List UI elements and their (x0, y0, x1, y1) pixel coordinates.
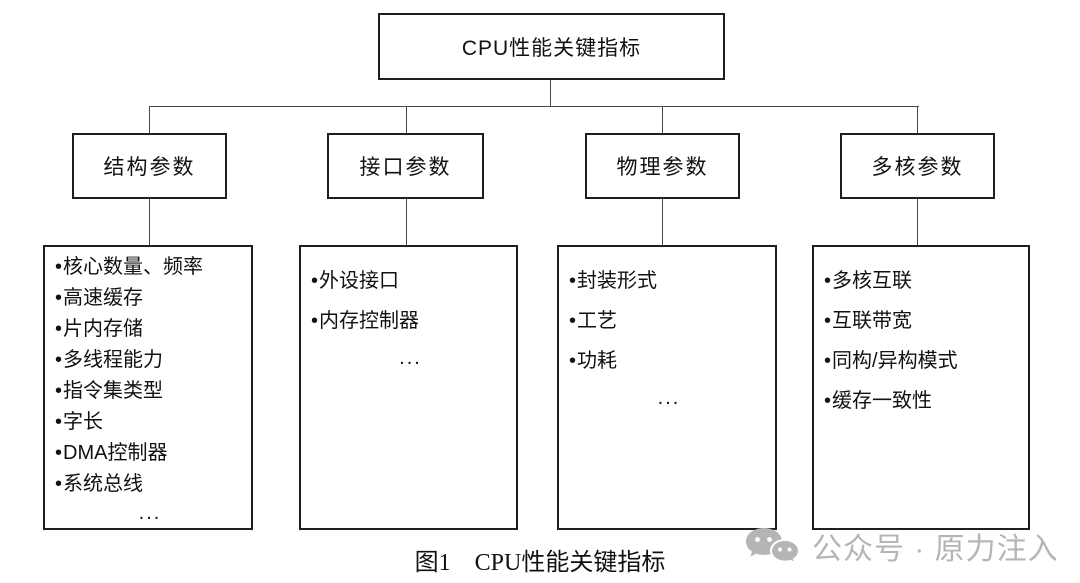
connector-branch2-top (406, 107, 407, 133)
list-item: 功耗 (569, 341, 769, 381)
item-list: 核心数量、频率高速缓存片内存储多线程能力指令集类型字长DMA控制器系统总线 (55, 252, 245, 500)
ellipsis-more: ... (657, 387, 681, 409)
leaf-box-multicore-items: 多核互联互联带宽同构/异构模式缓存一致性 (812, 245, 1030, 530)
branch-node-label: 结构参数 (103, 156, 196, 179)
list-item: 指令集类型 (55, 376, 245, 407)
branch-node-multicore-params: 多核参数 (840, 133, 995, 199)
leaf-box-physical-items: 封装形式工艺功耗 ... (557, 245, 777, 530)
branch-node-label: 接口参数 (359, 156, 452, 179)
list-item: 内存控制器 (311, 301, 510, 341)
wechat-icon (746, 528, 800, 566)
list-item: 片内存储 (55, 314, 245, 345)
ellipsis-more: ... (138, 502, 162, 524)
list-item: 工艺 (569, 301, 769, 341)
connector-branch3-bottom (662, 199, 663, 245)
list-item: 高速缓存 (55, 283, 245, 314)
ellipsis-more: ... (399, 347, 422, 369)
list-item: 系统总线 (55, 469, 245, 500)
connector-root-vertical (550, 80, 551, 107)
root-node-cpu-key-metrics: CPU性能关键指标 (378, 13, 725, 80)
list-item: 字长 (55, 407, 245, 438)
list-item: 互联带宽 (824, 301, 1022, 341)
branch-node-interface-params: 接口参数 (327, 133, 484, 199)
list-item: 核心数量、频率 (55, 252, 245, 283)
list-item: DMA控制器 (55, 438, 245, 469)
connector-horizontal-main (149, 106, 919, 107)
branch-node-label: 物理参数 (616, 156, 709, 179)
connector-branch2-bottom (406, 199, 407, 245)
connector-branch3-top (662, 107, 663, 133)
watermark-text: 公众号 · 原力注入 (812, 533, 1059, 566)
branch-node-structure-params: 结构参数 (72, 133, 227, 199)
list-item: 外设接口 (311, 261, 510, 301)
root-node-label: CPU性能关键指标 (461, 36, 642, 60)
item-list: 多核互联互联带宽同构/异构模式缓存一致性 (824, 261, 1022, 421)
item-list: 封装形式工艺功耗 (569, 261, 769, 381)
list-item: 多核互联 (824, 261, 1022, 301)
leaf-box-structure-items: 核心数量、频率高速缓存片内存储多线程能力指令集类型字长DMA控制器系统总线 ..… (43, 245, 253, 530)
connector-branch4-top (917, 107, 918, 133)
figure-caption: 图1 CPU性能关键指标 (414, 550, 666, 576)
connector-branch4-bottom (917, 199, 918, 245)
branch-node-physical-params: 物理参数 (585, 133, 740, 199)
branch-node-label: 多核参数 (871, 156, 964, 179)
leaf-box-interface-items: 外设接口内存控制器 ... (299, 245, 518, 530)
list-item: 缓存一致性 (824, 381, 1022, 421)
list-item: 多线程能力 (55, 345, 245, 376)
connector-branch1-bottom (149, 199, 150, 245)
watermark: 公众号 · 原力注入 (744, 524, 1059, 568)
list-item: 封装形式 (569, 261, 769, 301)
item-list: 外设接口内存控制器 (311, 261, 510, 341)
list-item: 同构/异构模式 (824, 341, 1022, 381)
connector-branch1-top (149, 107, 150, 133)
